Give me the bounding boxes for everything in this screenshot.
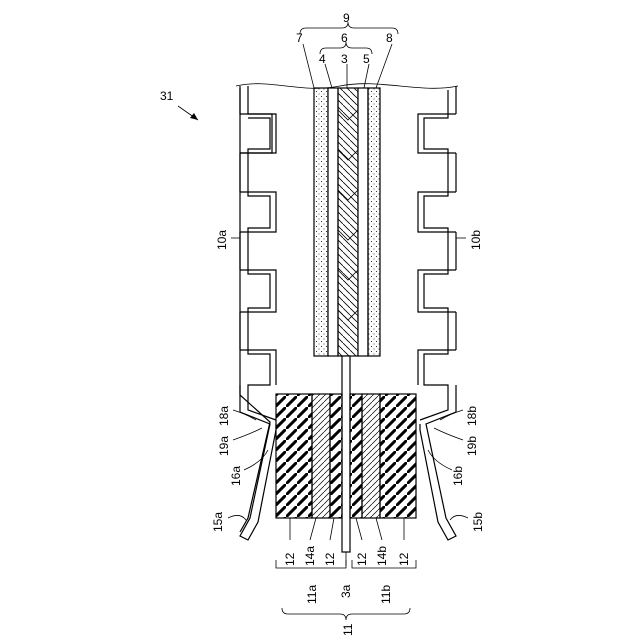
seal-12-inner-right	[350, 394, 362, 518]
label-16a: 16a	[229, 466, 243, 486]
fin-10a	[240, 86, 276, 532]
layer-8	[368, 88, 380, 356]
label-19b: 19b	[465, 436, 479, 456]
label-18a: 18a	[217, 406, 231, 426]
layer-14a	[312, 394, 330, 518]
label-10b: 10b	[469, 230, 483, 250]
label-12-c: 12	[355, 552, 369, 566]
label-4: 4	[319, 52, 326, 66]
label-15b: 15b	[471, 512, 485, 532]
label-15a: 15a	[211, 512, 225, 532]
seal-12-inner-left	[330, 394, 342, 518]
fin-10b	[418, 86, 456, 395]
layer-14b	[362, 394, 380, 518]
layer-5	[358, 88, 368, 356]
label-11a: 11a	[305, 585, 319, 604]
label-11: 11	[341, 623, 355, 636]
label-3: 3	[341, 52, 348, 66]
label-12-a: 12	[283, 552, 297, 566]
label-12-d: 12	[397, 552, 411, 566]
label-18b: 18b	[465, 406, 479, 426]
label-12-b: 12	[323, 552, 337, 566]
label-3a: 3a	[339, 584, 353, 598]
seal-12-right	[380, 394, 416, 518]
label-5: 5	[363, 52, 370, 66]
label-16b: 16b	[451, 466, 465, 486]
label-9: 9	[343, 11, 350, 25]
label-19a: 19a	[217, 436, 231, 456]
label-14a: 14a	[303, 546, 317, 566]
label-7: 7	[296, 31, 303, 45]
electrode-stack	[314, 88, 380, 356]
seal-12-left	[276, 394, 312, 518]
layer-3	[338, 88, 358, 356]
layer-7	[314, 88, 328, 356]
label-31: 31	[160, 89, 174, 103]
layer-4	[328, 88, 338, 356]
label-10a: 10a	[215, 230, 229, 250]
label-8: 8	[386, 31, 393, 45]
brace-11	[282, 608, 410, 620]
tab-3a	[342, 356, 350, 552]
arrow-31	[190, 113, 198, 120]
label-11b: 11b	[379, 585, 393, 604]
label-6: 6	[341, 31, 348, 45]
label-14b: 14b	[375, 546, 389, 566]
